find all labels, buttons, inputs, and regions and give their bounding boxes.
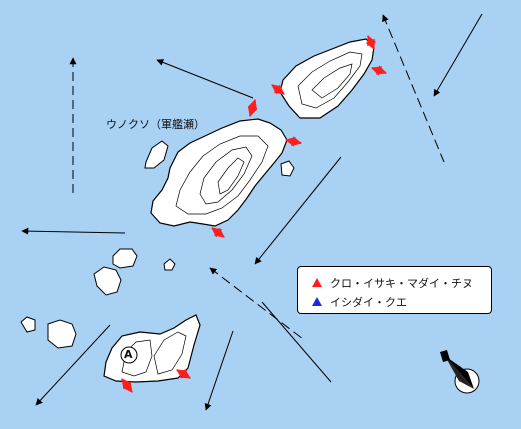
current-arrows: [21, 13, 483, 411]
current-arrow: [21, 227, 126, 235]
rock: [144, 140, 169, 169]
island-name-label: ウノクソ（軍艦瀬）: [106, 118, 205, 131]
spot-arrow: [365, 35, 377, 50]
blue-triangle-icon: [312, 297, 322, 306]
current-arrow: [35, 324, 111, 406]
northeast-island: [279, 38, 375, 119]
rock: [47, 319, 77, 349]
legend-label-blue: イシダイ・クエ: [330, 295, 407, 309]
current-arrow: [261, 301, 332, 383]
point-a-label: A: [124, 348, 133, 361]
fishing-spot-arrows: [121, 35, 387, 393]
main-island: [150, 118, 288, 227]
current-arrow: [433, 13, 483, 97]
south-island: [103, 314, 201, 383]
spot-arrow: [285, 136, 302, 147]
spot-arrow: [271, 84, 285, 95]
legend-item-blue: イシダイ・クエ: [312, 292, 491, 311]
small-rocks: [20, 140, 295, 349]
current-arrow: [209, 267, 304, 340]
current-arrow: [254, 156, 342, 265]
current-arrow: [156, 59, 254, 99]
legend: クロ・イサキ・マダイ・チヌ イシダイ・クエ: [297, 266, 492, 314]
legend-item-red: クロ・イサキ・マダイ・チヌ: [312, 273, 491, 292]
spot-arrow: [121, 378, 133, 393]
current-arrow: [204, 330, 234, 411]
spot-arrow: [211, 227, 225, 238]
compass-icon: [440, 350, 480, 394]
spot-arrow: [371, 65, 387, 76]
current-arrow: [382, 14, 445, 163]
legend-label-red: クロ・イサキ・マダイ・チヌ: [330, 276, 473, 290]
spot-arrow: [247, 99, 258, 117]
rock: [93, 266, 122, 296]
rock: [163, 258, 176, 271]
spot-arrow: [176, 369, 191, 379]
rock: [112, 248, 138, 269]
rock: [280, 160, 295, 177]
rock: [20, 316, 36, 333]
red-triangle-icon: [312, 278, 322, 287]
point-a-marker: [120, 346, 138, 364]
